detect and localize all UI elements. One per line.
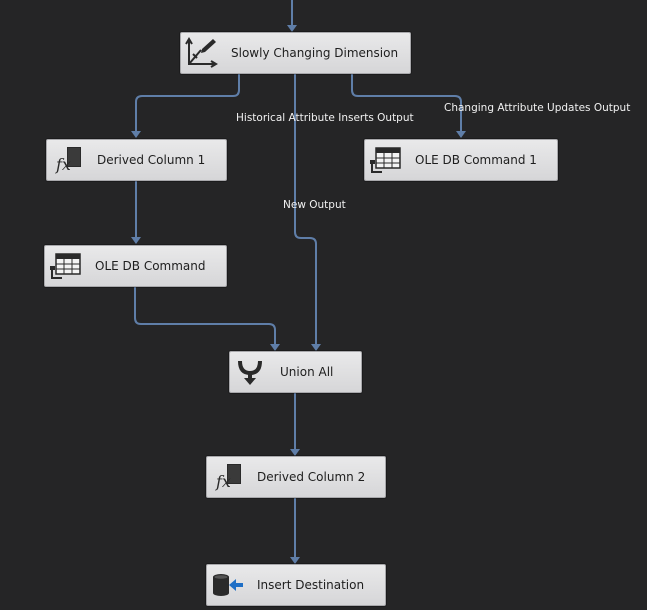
arrowhead-derived1-oledb (131, 237, 141, 244)
node-derived-column-2[interactable]: fx Derived Column 2 (206, 456, 386, 498)
arrowhead-changing-output (456, 131, 466, 138)
arrowhead-new-output (311, 344, 321, 351)
arrowhead-historical-output (131, 131, 141, 138)
node-label: Derived Column 1 (97, 153, 206, 167)
path-label-changing[interactable]: Changing Attribute Updates Output (444, 102, 631, 114)
node-label: Derived Column 2 (257, 470, 366, 484)
svg-text:fx: fx (215, 472, 231, 491)
derived-column-icon: fx (47, 140, 87, 180)
union-all-icon (230, 352, 270, 392)
node-ole-db-command-1[interactable]: OLE DB Command 1 (364, 139, 558, 181)
destination-icon (207, 565, 247, 605)
node-label: Insert Destination (257, 578, 365, 592)
ole-db-command-icon (45, 246, 85, 286)
node-union-all[interactable]: Union All (229, 351, 362, 393)
svg-text:fx: fx (55, 155, 71, 174)
slowly-changing-dimension-icon (181, 33, 221, 73)
node-insert-destination[interactable]: Insert Destination (206, 564, 386, 606)
node-label: Union All (280, 365, 334, 379)
arrowhead-union-derived2 (290, 449, 300, 456)
arrowhead-oledb-union (270, 344, 280, 351)
derived-column-icon: fx (207, 457, 247, 497)
path-new-output[interactable] (294, 74, 317, 345)
node-slowly-changing-dimension[interactable]: Slowly Changing Dimension (180, 32, 411, 74)
path-label-historical[interactable]: Historical Attribute Inserts Output (236, 112, 414, 124)
path-historical-output[interactable] (135, 74, 240, 132)
path-oledb-union[interactable] (134, 287, 276, 345)
node-derived-column-1[interactable]: fx Derived Column 1 (46, 139, 227, 181)
path-label-new-output[interactable]: New Output (283, 199, 346, 211)
ole-db-command-icon (365, 140, 405, 180)
path-changing-output[interactable] (351, 74, 462, 132)
node-ole-db-command[interactable]: OLE DB Command (44, 245, 227, 287)
node-label: Slowly Changing Dimension (231, 46, 399, 60)
node-label: OLE DB Command 1 (415, 153, 537, 167)
arrowhead-derived2-destination (290, 557, 300, 564)
node-label: OLE DB Command (95, 259, 206, 273)
arrowhead-incoming-scd (287, 25, 297, 32)
